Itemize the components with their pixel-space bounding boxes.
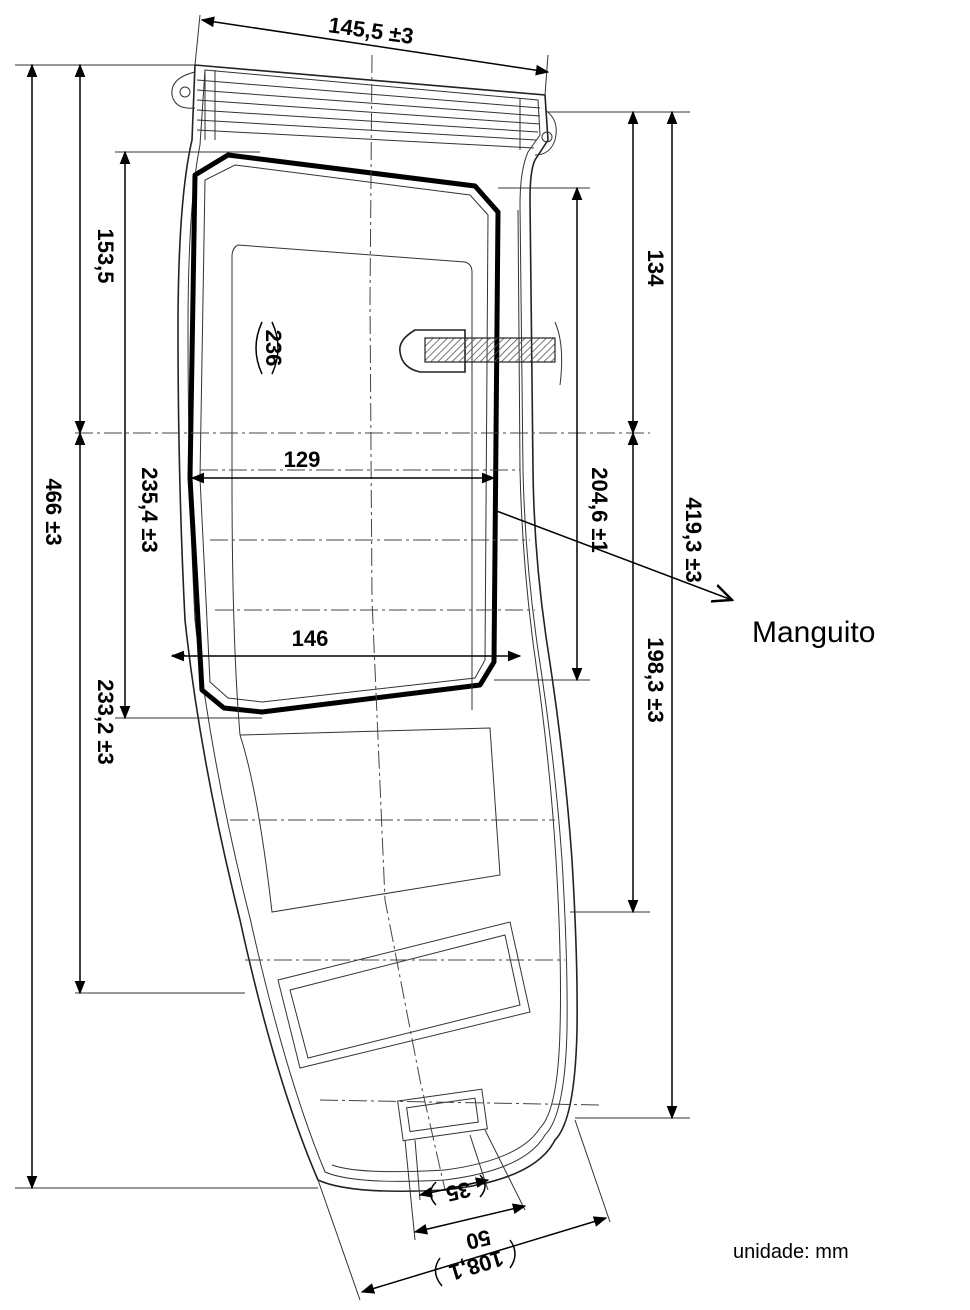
sleeve-outline — [171, 64, 578, 1193]
dim-bottom-50: 50 — [464, 1225, 493, 1255]
bladder-outline — [187, 152, 501, 715]
dim-height-419: 419,3 ±3 — [681, 497, 706, 582]
center-lines — [75, 54, 650, 1191]
dim-height-198: 198,3 ±3 — [643, 637, 668, 722]
inner-panels — [231, 244, 531, 1142]
dim-width-146: 146 — [292, 626, 329, 651]
dim-height-total: 466 ±3 — [41, 478, 66, 545]
dim-height-235: 235,4 ±3 — [137, 467, 162, 552]
dim-width-top: 145,5 ±3 — [327, 12, 415, 49]
dim-height-134: 134 — [643, 250, 668, 287]
extension-lines — [15, 14, 690, 1301]
dim-height-153: 153,5 — [93, 228, 118, 283]
dim-height-204: 204,6 ±1 — [587, 467, 612, 552]
dimension-lines — [26, 16, 732, 1294]
dim-236-text: 236 — [261, 330, 286, 367]
tube-connector — [398, 321, 563, 386]
dim-height-233: 233,2 ±3 — [93, 679, 118, 764]
dim-width-129: 129 — [284, 447, 321, 472]
dim-circumference-236: 236 — [255, 321, 286, 375]
unit-note: unidade: mm — [733, 1241, 849, 1263]
callout-manguito: Manguito — [752, 616, 875, 649]
dim-35-text: 35 — [444, 1177, 473, 1207]
dim-bottom-35: 35 — [429, 1174, 486, 1207]
